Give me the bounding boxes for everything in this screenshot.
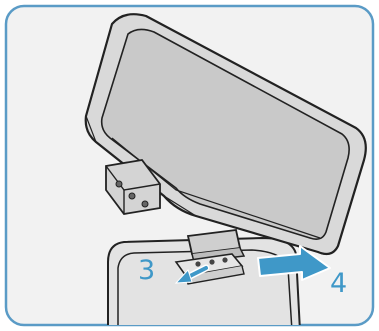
- step-3-label: 3: [138, 255, 155, 286]
- step-4-label: 4: [330, 268, 347, 299]
